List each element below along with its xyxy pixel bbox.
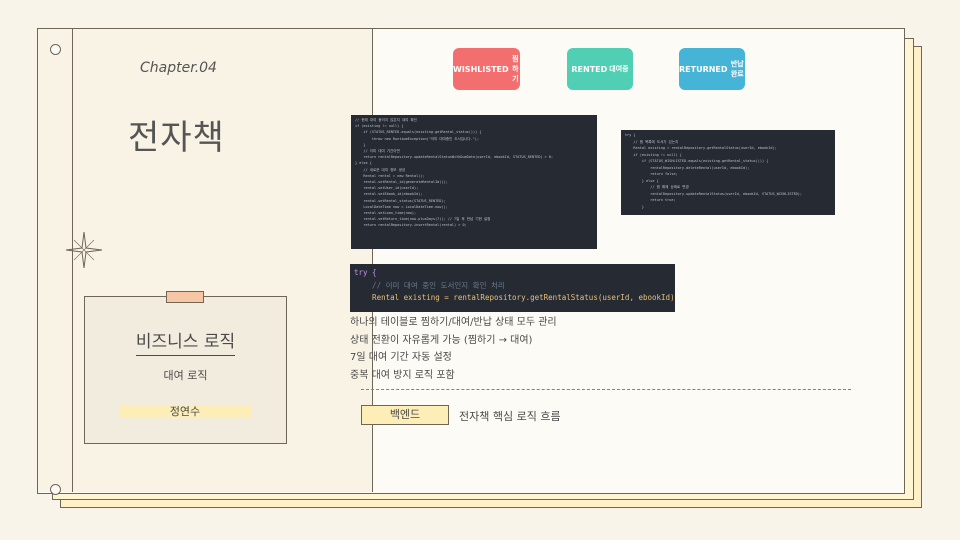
code-line: rentalRepository.deleteRental(userId, eb… bbox=[625, 165, 750, 170]
code-line: } else { bbox=[625, 178, 659, 183]
feature-item: 중복 대여 방지 로직 포함 bbox=[350, 369, 455, 381]
page-title: 전자책 bbox=[128, 118, 225, 158]
code-snippet-zoom: try { // 이미 대여 중인 도서인지 확인 처리 Rental exis… bbox=[350, 264, 675, 312]
feature-item: 7일 대여 기간 자동 설정 bbox=[350, 352, 452, 363]
code-line: return false; bbox=[625, 172, 678, 176]
code-line: if (existing != null) { bbox=[625, 152, 682, 157]
code-screenshot-wishlist: try { // 찜 목록에 도서가 있는지 Rental existing =… bbox=[621, 130, 835, 215]
code-line: rental.setReturn_time(now.plusDays(7)); … bbox=[355, 217, 491, 222]
info-card: 비즈니스 로직 대여 로직 정연수 bbox=[84, 296, 287, 444]
feature-list: 하나의 테이블로 찜하기/대여/반납 상태 모두 관리 상태 전환이 자유롭게 … bbox=[350, 314, 557, 384]
code-line: // 이미 대여 중인 도서인지 확인 처리 bbox=[354, 280, 505, 290]
tag-description: 전자책 핵심 로직 흐름 bbox=[459, 410, 561, 423]
feature-item: 상태 전환이 자유롭게 가능 (찜하기 → 대여) bbox=[350, 334, 533, 346]
code-line: return true; bbox=[625, 198, 676, 202]
code-line: Rental rental = new Rental(); bbox=[355, 173, 425, 178]
code-line: // 찜 목록에 도서가 있는지 bbox=[625, 139, 679, 144]
binder-hole-top bbox=[50, 44, 61, 55]
code-line: rental.setEbook_id(ebookId); bbox=[355, 192, 423, 197]
code-line: rental.setRental_id(generateRentalId()); bbox=[355, 180, 448, 185]
feature-item: 하나의 테이블로 찜하기/대여/반납 상태 모두 관리 bbox=[350, 317, 557, 328]
card-title: 비즈니스 로직 bbox=[85, 327, 286, 356]
code-line: rentalRepository.updateRentalStatus(user… bbox=[625, 191, 803, 196]
code-line: } else { bbox=[355, 161, 372, 166]
code-line: Rental existing = rentalRepository.getRe… bbox=[354, 293, 675, 302]
code-line: } bbox=[355, 142, 366, 147]
code-line: try { bbox=[625, 133, 636, 137]
code-line: return rentalRepository.updateRentalStat… bbox=[355, 155, 554, 160]
code-line: rental.setLoan_time(now); bbox=[355, 211, 417, 216]
code-line: rental.setUser_id(userId); bbox=[355, 186, 419, 191]
code-line: try { bbox=[354, 268, 377, 277]
code-screenshot-rental: // 현재 대여 중이지 않은지 대여 확인 if (existing != n… bbox=[351, 115, 597, 249]
code-line: if (existing != null) { bbox=[355, 124, 404, 129]
sparkle-icon bbox=[65, 231, 103, 269]
chapter-label: Chapter.04 bbox=[140, 60, 217, 76]
card-subtitle: 대여 로직 bbox=[163, 369, 208, 382]
code-line: return rentalRepository.insertRental(ren… bbox=[355, 223, 467, 228]
code-line: LocalDateTime now = LocalDateTime.now(); bbox=[355, 204, 448, 209]
code-line: if (STATUS_WISHLISTED.equals(existing.ge… bbox=[625, 159, 769, 163]
card-author: 정연수 bbox=[119, 405, 251, 418]
category-tag: 백엔드 bbox=[361, 405, 449, 425]
code-line: } bbox=[625, 204, 644, 209]
code-line: throw new RuntimeException("이미 대여중인 도서입니… bbox=[355, 136, 479, 141]
code-line: // 이미 대여 기간이면 bbox=[355, 149, 400, 154]
code-line: // 새로운 대여 정보 생성 bbox=[355, 167, 406, 172]
tape-strip bbox=[166, 291, 204, 303]
code-line: rental.setRental_status(STATUS_RENTED); bbox=[355, 198, 446, 203]
binding-line bbox=[72, 29, 73, 492]
code-line: // 찜 해제 상태로 변경 bbox=[625, 185, 689, 189]
code-line: if (STATUS_RENTED.equals(existing.getRen… bbox=[355, 130, 482, 135]
code-line: // 현재 대여 중이지 않은지 대여 확인 bbox=[355, 118, 417, 122]
code-line: Rental existing = rentalRepository.getRe… bbox=[625, 146, 777, 150]
divider bbox=[361, 389, 851, 390]
binder-hole-bottom bbox=[50, 484, 61, 495]
